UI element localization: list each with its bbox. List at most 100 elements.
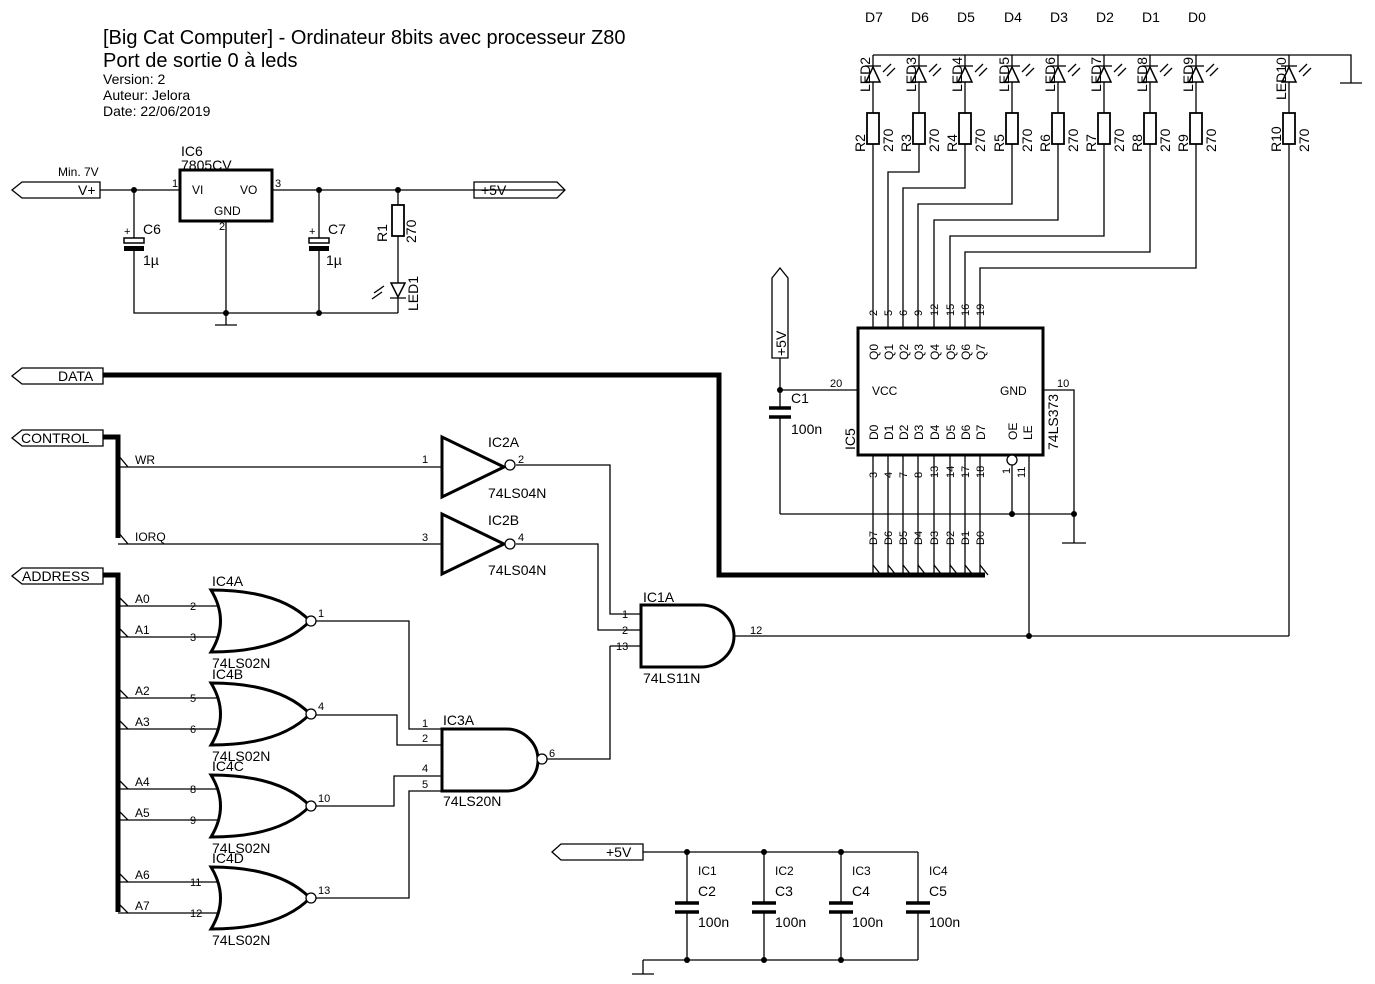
ic5-d-pin: 13 — [929, 466, 941, 478]
ic3a-pin-in-2: 2 — [422, 733, 428, 745]
address-line-label: A1 — [135, 623, 150, 637]
ic5-vcc-pin: 20 — [830, 378, 842, 390]
output-led: LED3 — [903, 57, 919, 92]
output-resistor-value: 270 — [1065, 128, 1081, 152]
led10-resistor-value: 270 — [1296, 128, 1312, 152]
decoupling-cap-name: C2 — [698, 883, 716, 899]
ic2a-pin-in: 1 — [422, 454, 428, 466]
ic2a-name: IC2A — [488, 434, 520, 450]
regulator-vi: VI — [192, 183, 203, 197]
output-led: LED5 — [996, 57, 1012, 92]
title-block: [Big Cat Computer] - Ordinateur 8bits av… — [103, 27, 625, 119]
ic5-d-pin: 17 — [960, 466, 972, 478]
nor-gate-name: IC4A — [212, 573, 244, 589]
data-port-label: DATA — [58, 368, 94, 384]
nor-gate-pin-out: 13 — [318, 885, 330, 897]
data-bus-tap-label: D7 — [868, 531, 880, 545]
control-bus — [103, 434, 121, 538]
ic5-oe-label: OE — [1006, 423, 1020, 440]
ic5-d-pin: 14 — [945, 466, 957, 478]
ic5-q-label: Q5 — [944, 344, 958, 360]
data-bus-tap-label: D1 — [960, 531, 972, 545]
ic5-d-label: D5 — [944, 424, 958, 440]
led10-section — [1289, 54, 1362, 84]
and-gate-ic1a-body — [639, 603, 736, 669]
output-resistor: R4 — [944, 134, 960, 152]
output-resistor-value: 270 — [1111, 128, 1127, 152]
ic3a-pin-in-5: 5 — [422, 779, 428, 791]
svg-text:+: + — [309, 226, 315, 238]
schematic-subtitle: Port de sortie 0 à leds — [103, 50, 298, 72]
nor-gate-name: IC4D — [212, 850, 244, 866]
nor-gate-ic4c — [208, 773, 313, 839]
decoupling-section: +5V — [551, 843, 918, 975]
nor-gate-name: IC4B — [212, 666, 243, 682]
data-bus-tap-label: D6 — [883, 531, 895, 545]
ic5-oe-pin: 1 — [1001, 468, 1013, 474]
ic5-gnd-label: GND — [1000, 384, 1027, 398]
ic5-d-label: D7 — [974, 424, 988, 440]
control-logic: WR IORQ IC2A 74LS04N 1 2 IC2B 74LS04N 3 … — [117, 434, 640, 631]
regulator-pin-out: 3 — [275, 178, 281, 190]
decoupling-cap-value: 100n — [929, 914, 960, 930]
ic5-d-pin: 4 — [883, 472, 895, 478]
ic5-d-label: D4 — [928, 424, 942, 440]
ic2a-pin-out: 2 — [518, 454, 524, 466]
output-resistor: R8 — [1129, 134, 1145, 152]
decoupling-cap-value: 100n — [698, 914, 729, 930]
nor-gate-ic4d — [208, 865, 313, 931]
led-data-label: D0 — [1188, 9, 1206, 25]
output-led: LED7 — [1088, 57, 1104, 92]
ic5-le-label: LE — [1021, 425, 1035, 440]
r1-value: 270 — [403, 219, 419, 243]
output-resistor: R5 — [991, 134, 1007, 152]
decoupling-cap-name: C4 — [852, 883, 870, 899]
ic5-q-label: Q4 — [928, 344, 942, 360]
supply-wires — [100, 189, 565, 314]
nor-gate-part: 74LS02N — [212, 748, 270, 764]
bus-ports: DATA CONTROL ADDRESS — [10, 367, 104, 585]
led-data-label: D6 — [911, 9, 929, 25]
data-bus-tap-label: D3 — [929, 531, 941, 545]
ic5-q-label: Q2 — [897, 344, 911, 360]
nor-gate-part: 74LS02N — [212, 932, 270, 948]
power-supply-section: V+ Min. 7V IC6 7805CV VI VO GND 1 3 2 + … — [10, 143, 566, 326]
ic5-d-label: D2 — [897, 424, 911, 440]
decoupling-cap-name: C5 — [929, 883, 947, 899]
ic5-gnd-pin: 10 — [1057, 378, 1069, 390]
c7-value: 1µ — [326, 252, 342, 268]
regulator-part: 7805CV — [181, 157, 232, 173]
ic2b-name: IC2B — [488, 512, 519, 528]
c7-name: C7 — [328, 221, 346, 237]
ic1a-pin-in-1: 1 — [622, 609, 628, 621]
ic2b-pin-in: 3 — [422, 532, 428, 544]
decoupling-ic-label: IC2 — [775, 864, 794, 878]
ic5-d-pin: 3 — [868, 472, 880, 478]
output-led: LED6 — [1042, 57, 1058, 92]
data-bus — [103, 372, 985, 578]
ic5-vcc-label: VCC — [872, 384, 898, 398]
output-led: LED4 — [949, 57, 965, 92]
control-port-label: CONTROL — [21, 430, 90, 446]
nor-gate-pin-b: 9 — [190, 815, 196, 827]
nor-gate-pin-a: 11 — [190, 877, 201, 889]
ic5-le-pin: 11 — [1016, 467, 1028, 478]
ic5-d-label: D3 — [912, 424, 926, 440]
ic5-q-pin: 15 — [945, 304, 957, 316]
output-resistor-value: 270 — [1019, 128, 1035, 152]
nor-gate-pin-out: 10 — [318, 793, 330, 805]
nand-gate-ic3a-body — [440, 727, 540, 793]
resistor-r1 — [391, 204, 405, 237]
inverter-ic2b — [440, 511, 508, 577]
ic3a-pin-in-1: 1 — [422, 718, 428, 730]
r1-name: R1 — [374, 224, 390, 242]
nor-gate-pin-out: 1 — [318, 608, 324, 620]
decoupling-cap-value: 100n — [852, 914, 883, 930]
decoupling-cap-value: 100n — [775, 914, 806, 930]
nor-gate-pin-b: 6 — [190, 724, 196, 736]
data-bus-tap-label: D4 — [913, 531, 925, 545]
ic5-name: IC5 — [842, 428, 858, 450]
led-data-label: D2 — [1096, 9, 1114, 25]
ic5-q-pin: 5 — [883, 310, 895, 316]
output-resistor-value: 270 — [972, 128, 988, 152]
